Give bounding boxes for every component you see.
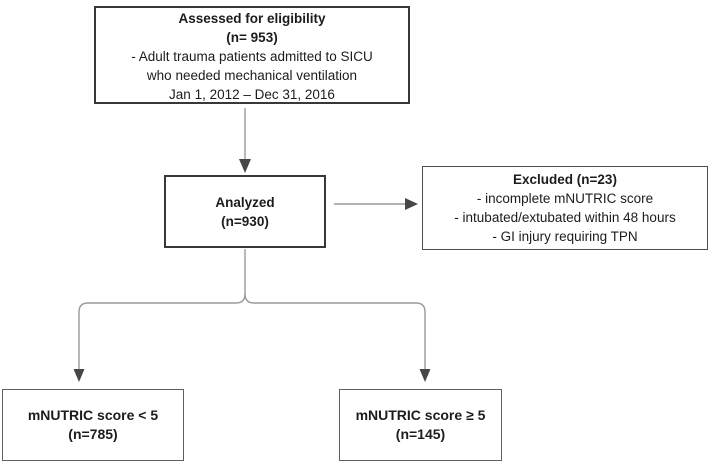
excluded-title: Excluded (n=23)	[513, 172, 617, 187]
arrow-eligibility-to-analyzed	[239, 108, 251, 173]
analyzed-count: (n=930)	[221, 213, 269, 229]
excluded-detail-line: - intubated/extubated within 48 hours	[454, 210, 676, 225]
mnutric-high-count: (n=145)	[395, 426, 446, 442]
arrowhead-down-icon	[419, 369, 431, 382]
eligibility-detail-line: Jan 1, 2012 – Dec 31, 2016	[169, 87, 335, 102]
arrowhead-down-icon	[73, 369, 85, 382]
box-assessed-for-eligibility: Assessed for eligibility (n= 953) - Adul…	[94, 6, 410, 104]
mnutric-high-title: mNUTRIC score ≥ 5	[355, 407, 486, 423]
analyzed-title: Analyzed	[215, 194, 275, 210]
eligibility-title: Assessed for eligibility	[178, 11, 326, 26]
box-excluded: Excluded (n=23) - incomplete mNUTRIC sco…	[422, 166, 708, 250]
eligibility-detail-line: - Adult trauma patients admitted to SICU	[131, 49, 373, 64]
excluded-detail-line: - GI injury requiring TPN	[492, 229, 638, 244]
branch-right-line	[244, 293, 426, 370]
excluded-detail-line: - incomplete mNUTRIC score	[476, 191, 654, 206]
eligibility-detail-line: who needed mechanical ventilation	[146, 68, 358, 83]
eligibility-count: (n= 953)	[226, 30, 278, 45]
arrowhead-down-icon	[239, 159, 251, 173]
branch-connector	[73, 249, 431, 382]
box-mnutric-score-low: mNUTRIC score < 5 (n=785)	[2, 389, 184, 461]
branch-left-line	[78, 249, 246, 370]
box-mnutric-score-high: mNUTRIC score ≥ 5 (n=145)	[339, 389, 502, 461]
mnutric-low-count: (n=785)	[68, 426, 118, 442]
arrow-analyzed-to-excluded	[334, 198, 418, 210]
mnutric-low-title: mNUTRIC score < 5	[27, 407, 159, 423]
arrowhead-right-icon	[405, 198, 418, 210]
box-analyzed: Analyzed (n=930)	[164, 175, 326, 248]
